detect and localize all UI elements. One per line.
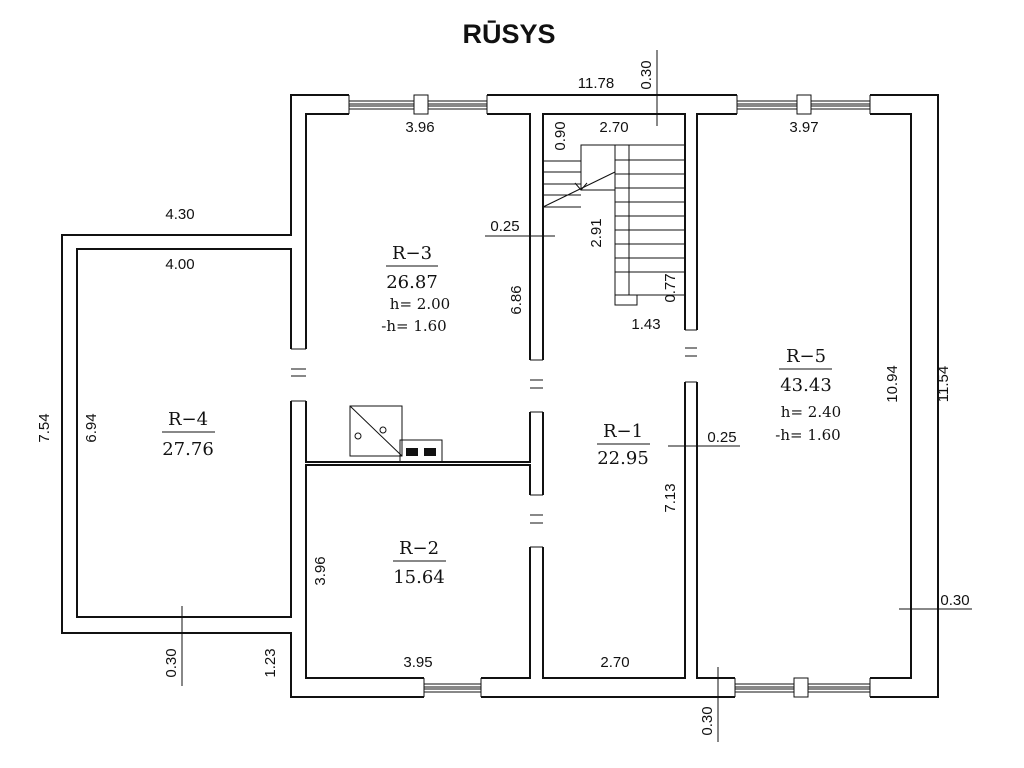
dim-r2-height: 3.96	[312, 556, 329, 585]
svg-text:h= 2.40: h= 2.40	[781, 403, 841, 421]
room-label-r5: R−5 43.43 h= 2.40 -h= 1.60	[775, 346, 841, 444]
dim-wall-r5: 0.30	[940, 592, 969, 609]
dim-wall-bottom: 0.30	[699, 706, 716, 735]
svg-text:43.43: 43.43	[780, 375, 832, 396]
svg-text:-h= 1.60: -h= 1.60	[381, 317, 446, 335]
svg-text:R−3: R−3	[392, 243, 432, 264]
room-label-r4: R−4 27.76	[162, 409, 215, 460]
svg-text:15.64: 15.64	[393, 567, 445, 588]
dim-total-height: 11.54	[935, 366, 952, 402]
room-label-r2: R−2 15.64	[393, 538, 446, 588]
dim-wall-annex: 0.30	[163, 648, 180, 677]
room-r5-outline	[696, 113, 912, 679]
window-bottom-r2	[423, 676, 482, 699]
inner-wall-annex	[76, 248, 292, 618]
svg-text:R−1: R−1	[603, 421, 643, 442]
dim-total-width: 11.78	[578, 75, 614, 92]
dim-annex-height: 7.54	[36, 413, 53, 442]
door-r2-r1	[527, 495, 546, 547]
svg-text:26.87: 26.87	[386, 272, 438, 293]
window-bottom-r5	[734, 676, 871, 699]
svg-text:R−4: R−4	[168, 409, 208, 430]
svg-text:22.95: 22.95	[597, 448, 649, 469]
dim-annex-width: 4.30	[165, 206, 194, 223]
dim-r1-height: 7.13	[662, 483, 679, 512]
window-top-r5	[736, 93, 871, 116]
staircase	[542, 144, 686, 306]
dim-r3-top: 3.96	[405, 119, 434, 136]
window-top-r3	[348, 93, 488, 116]
dim-wall-left: 0.25	[490, 218, 519, 235]
dim-wall-top: 0.30	[638, 60, 655, 89]
dim-r3-height: 6.86	[508, 285, 525, 314]
svg-text:27.76: 27.76	[162, 439, 214, 460]
svg-text:h= 2.00: h= 2.00	[390, 295, 450, 313]
dim-stair-top: 2.70	[599, 119, 628, 136]
room-label-r3: R−3 26.87 h= 2.00 -h= 1.60	[381, 243, 450, 335]
dim-r4-width: 4.00	[165, 256, 194, 273]
dim-r4-height: 6.94	[83, 413, 100, 442]
room-r2-outline	[305, 464, 531, 679]
dim-r5-top: 3.97	[789, 119, 818, 136]
plan-title: RŪSYS	[462, 19, 555, 49]
room-label-r1: R−1 22.95	[597, 421, 650, 469]
dim-step-123: 1.23	[262, 648, 279, 677]
svg-text:R−2: R−2	[399, 538, 439, 559]
stove	[349, 405, 443, 463]
dim-stair-077: 0.77	[662, 273, 679, 302]
dim-stair-291: 2.91	[588, 218, 605, 247]
room-r1-outline	[542, 113, 686, 679]
outer-wall	[61, 94, 939, 698]
dim-r5-height: 10.94	[884, 365, 901, 403]
dim-wall-right: 0.25	[707, 429, 736, 446]
svg-text:R−5: R−5	[786, 346, 826, 367]
dim-r2-bottom: 3.95	[403, 654, 432, 671]
dim-stair-143: 1.43	[631, 316, 660, 333]
door-r3-r1	[527, 360, 546, 412]
door-r4-r3	[288, 349, 309, 401]
dim-r1-bottom: 2.70	[600, 654, 629, 671]
dim-stair-090: 0.90	[552, 121, 569, 150]
svg-text:-h= 1.60: -h= 1.60	[775, 426, 840, 444]
